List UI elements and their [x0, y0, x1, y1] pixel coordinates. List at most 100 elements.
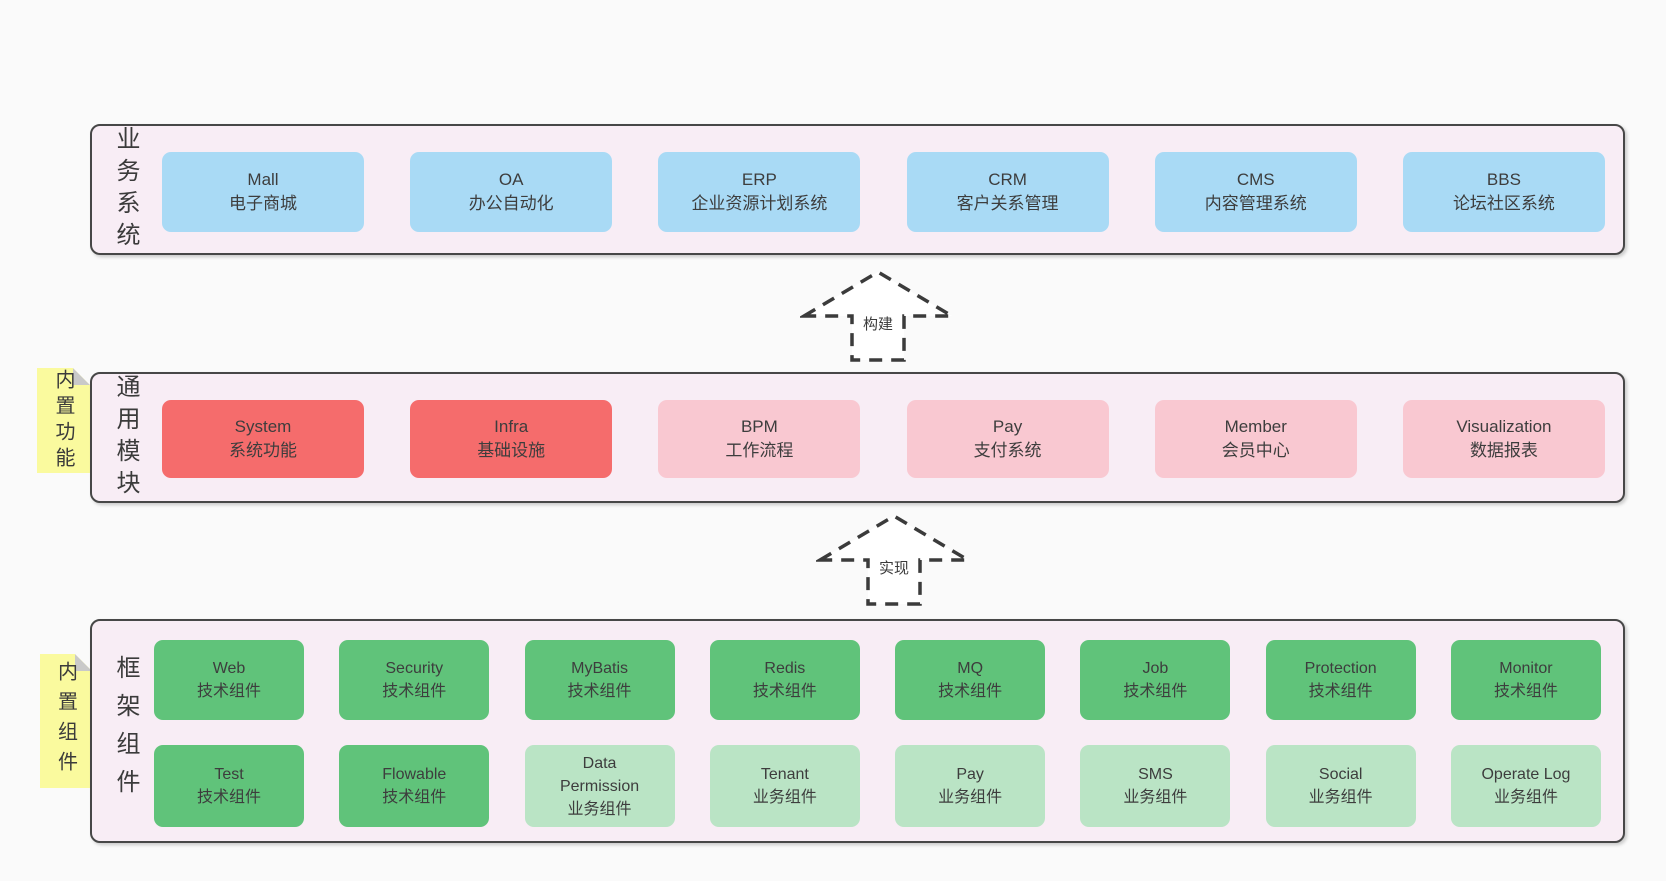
box-subtitle: 技术组件 — [196, 789, 261, 806]
box-title: Tenant — [760, 766, 809, 783]
band-label-framework-components: 框架组件 — [112, 655, 139, 807]
box-oa: OA 办公自动化 — [410, 152, 613, 232]
box-operate-log: Operate Log 业务组件 — [1450, 745, 1601, 827]
box-subtitle: 业务组件 — [1493, 789, 1558, 806]
box-title: Member — [1224, 417, 1287, 436]
box-bpm: BPM 工作流程 — [658, 400, 861, 478]
box-title: Social — [1318, 766, 1363, 783]
box-data-permission: Data Permission 业务组件 — [524, 745, 675, 827]
box-subtitle: 技术组件 — [567, 683, 632, 700]
box-title: Monitor — [1499, 660, 1553, 677]
box-erp: ERP 企业资源计划系统 — [658, 152, 861, 232]
box-title: Test — [214, 766, 244, 783]
common-modules-boxes: System 系统功能 Infra 基础设施 BPM 工作流程 Pay 支付系统… — [162, 400, 1605, 478]
box-title: Mall — [247, 170, 279, 189]
box-subtitle: 技术组件 — [382, 789, 447, 806]
box-title: Data Permission — [559, 754, 640, 795]
box-title: OA — [498, 170, 524, 189]
box-title: CRM — [988, 170, 1027, 189]
box-mall: Mall 电子商城 — [162, 152, 364, 232]
biz-components-row: Test 技术组件 Flowable 技术组件 Data Permission … — [154, 745, 1601, 827]
arrow-label: 实现 — [879, 560, 909, 577]
box-subtitle: 基础设施 — [477, 441, 546, 460]
framework-components-band: 框架组件 Web 技术组件 Security 技术组件 MyBatis 技术组件… — [90, 619, 1625, 843]
box-subtitle: 业务组件 — [567, 800, 632, 818]
box-subtitle: 技术组件 — [196, 683, 261, 700]
box-subtitle: 客户关系管理 — [956, 194, 1059, 213]
box-web: Web 技术组件 — [154, 640, 304, 720]
implement-arrow: 实现 — [816, 513, 972, 606]
box-subtitle: 业务组件 — [938, 789, 1003, 806]
business-systems-boxes: Mall 电子商城 OA 办公自动化 ERP 企业资源计划系统 CRM 客户关系… — [162, 152, 1605, 232]
box-subtitle: 业务组件 — [1308, 789, 1373, 806]
build-arrow: 构建 — [800, 269, 956, 362]
sticky-note-text: 内置功能 — [52, 368, 74, 473]
arrow-outline — [816, 513, 972, 606]
box-crm: CRM 客户关系管理 — [906, 152, 1109, 232]
box-subtitle: 会员中心 — [1221, 441, 1290, 460]
box-subtitle: 技术组件 — [1493, 683, 1558, 700]
box-subtitle: 内容管理系统 — [1204, 194, 1307, 213]
box-cms: CMS 内容管理系统 — [1154, 152, 1357, 232]
box-subtitle: 系统功能 — [229, 441, 297, 460]
box-title: Security — [385, 660, 444, 677]
box-subtitle: 技术组件 — [752, 683, 817, 700]
tech-components-row: Web 技术组件 Security 技术组件 MyBatis 技术组件 Redi… — [154, 640, 1601, 720]
sticky-note-text: 内置组件 — [54, 661, 77, 781]
box-job: Job 技术组件 — [1080, 640, 1231, 720]
sticky-note-built-in-components: 内置组件 — [40, 654, 92, 788]
box-title: Flowable — [382, 766, 447, 783]
box-pay: Pay 支付系统 — [906, 400, 1109, 478]
box-subtitle: 技术组件 — [1308, 683, 1373, 700]
box-pay-biz: Pay 业务组件 — [895, 745, 1046, 827]
box-social: Social 业务组件 — [1265, 745, 1416, 827]
box-subtitle: 支付系统 — [973, 441, 1042, 460]
box-subtitle: 论坛社区系统 — [1452, 194, 1555, 213]
box-title: Redis — [764, 660, 806, 677]
box-title: BPM — [740, 417, 778, 436]
box-title: MyBatis — [571, 660, 629, 677]
box-security: Security 技术组件 — [339, 640, 490, 720]
arrow-label: 构建 — [863, 316, 893, 333]
box-title: BBS — [1486, 170, 1521, 189]
business-systems-band: 业务系统 Mall 电子商城 OA 办公自动化 ERP 企业资源计划系统 CRM… — [90, 124, 1625, 255]
box-mq: MQ 技术组件 — [895, 640, 1046, 720]
box-protection: Protection 技术组件 — [1265, 640, 1416, 720]
band-label-common-modules: 通用模块 — [112, 373, 139, 502]
box-visualization: Visualization 数据报表 — [1402, 400, 1605, 478]
box-title: Visualization — [1456, 417, 1552, 436]
box-subtitle: 业务组件 — [752, 789, 817, 806]
box-title: Job — [1142, 660, 1169, 677]
box-subtitle: 企业资源计划系统 — [691, 194, 828, 213]
box-subtitle: 数据报表 — [1469, 441, 1538, 460]
box-system: System 系统功能 — [162, 400, 364, 478]
box-title: Operate Log — [1481, 766, 1571, 783]
box-tenant: Tenant 业务组件 — [709, 745, 860, 827]
box-test: Test 技术组件 — [154, 745, 304, 827]
box-infra: Infra 基础设施 — [410, 400, 613, 478]
box-subtitle: 技术组件 — [1123, 683, 1188, 700]
box-title: Infra — [494, 417, 529, 436]
box-title: SMS — [1138, 766, 1173, 783]
common-modules-band: 通用模块 System 系统功能 Infra 基础设施 BPM 工作流程 Pay… — [90, 372, 1625, 503]
box-subtitle: 技术组件 — [938, 683, 1003, 700]
box-redis: Redis 技术组件 — [709, 640, 860, 720]
box-subtitle: 技术组件 — [382, 683, 447, 700]
box-title: Protection — [1304, 660, 1377, 677]
box-monitor: Monitor 技术组件 — [1450, 640, 1601, 720]
box-subtitle: 业务组件 — [1123, 789, 1188, 806]
box-subtitle: 办公自动化 — [468, 194, 554, 213]
box-title: ERP — [741, 170, 777, 189]
framework-components-rows: Web 技术组件 Security 技术组件 MyBatis 技术组件 Redi… — [154, 640, 1601, 827]
band-label-business-systems: 业务系统 — [112, 125, 139, 254]
box-flowable: Flowable 技术组件 — [339, 745, 490, 827]
box-title: Pay — [956, 766, 984, 783]
box-title: CMS — [1236, 170, 1275, 189]
box-title: Pay — [992, 417, 1023, 436]
sticky-note-built-in-features: 内置功能 — [37, 368, 90, 473]
box-title: MQ — [957, 660, 984, 677]
box-member: Member 会员中心 — [1154, 400, 1357, 478]
box-subtitle: 电子商城 — [229, 194, 297, 213]
box-title: System — [234, 417, 292, 436]
arrow-outline — [800, 269, 956, 362]
